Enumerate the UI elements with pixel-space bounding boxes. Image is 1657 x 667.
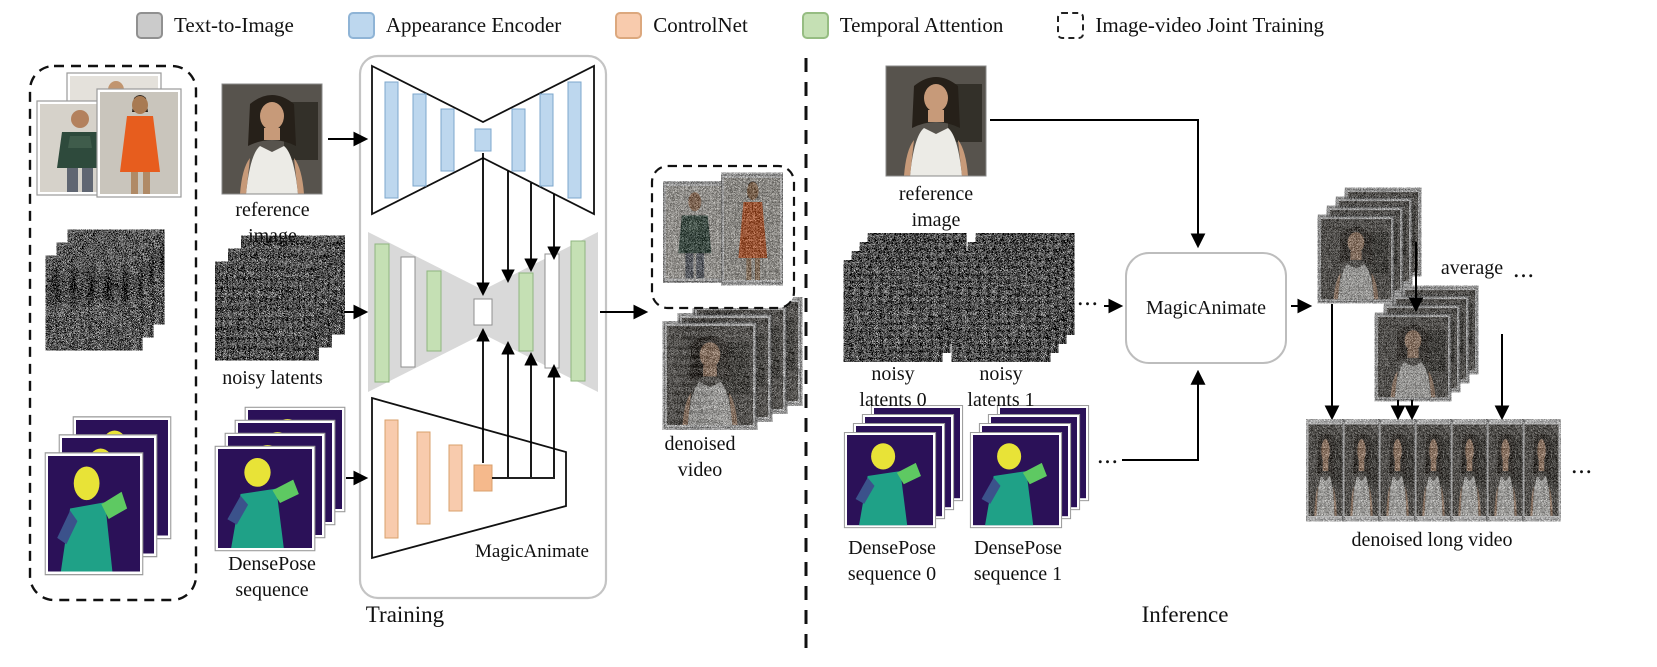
- latents-ellipsis: ...: [1077, 284, 1099, 311]
- inference-section-label: Inference: [1141, 602, 1229, 627]
- controlnet-swatch-icon: [615, 11, 643, 39]
- inference-densepose-1-label: DensePose sequence 1: [973, 537, 1063, 585]
- legend-item-controlnet: ControlNet: [615, 11, 748, 39]
- inference-reference-image-label: reference image: [898, 183, 974, 231]
- training-reference-image: [221, 83, 323, 195]
- average-label: average: [1440, 257, 1504, 279]
- denoised-image-samples: [663, 174, 783, 284]
- denoised-long-video-label: denoised long video: [1351, 529, 1513, 551]
- inference-densepose-0-label: DensePose sequence 0: [847, 537, 937, 585]
- controlnet-skip-arrows: [476, 327, 561, 479]
- appearance-encoder-skip-arrows: [476, 153, 561, 297]
- inference-noisy-latents-1: [953, 235, 1072, 360]
- training-reference-image-label: reference image: [235, 199, 310, 247]
- training-densepose-sequence: [214, 406, 346, 552]
- legend-item-temporal-attention: Temporal Attention: [801, 11, 1004, 39]
- appearance-encoder-swatch-icon: [347, 11, 375, 39]
- average-row-ellipsis: ...: [1513, 256, 1535, 283]
- appearance-encoder: [371, 64, 595, 216]
- denoised-video-output: [650, 164, 801, 428]
- inference-noisy-latents-0-label: noisy latents 0: [859, 363, 927, 411]
- text-to-image-swatch-icon: [136, 11, 163, 39]
- inference-noisy-latents-0: [845, 235, 964, 360]
- magicanimate-box-label: MagicAnimate: [1146, 296, 1266, 319]
- legend-item-joint-training: Image-video Joint Training: [1057, 11, 1325, 39]
- training-noisy-latents: [217, 237, 343, 358]
- output-average-arrows: [1324, 242, 1510, 421]
- inference-noisy-latents-1-label: noisy latents 1: [967, 363, 1035, 411]
- denoised-long-video-strip: [1307, 423, 1560, 517]
- legend-item-label: Image-video Joint Training: [1095, 12, 1325, 37]
- training-input-noisy-latents: [47, 231, 162, 348]
- legend-item-appearance-encoder: Appearance Encoder: [347, 11, 562, 39]
- legend-item-label: Text-to-Image: [174, 12, 294, 37]
- inference-output-stack-top: [1319, 190, 1420, 302]
- training-input-densepose-samples: [44, 416, 172, 576]
- training-input-image-samples: [36, 72, 182, 198]
- densepose-ellipsis: ...: [1097, 442, 1119, 469]
- inference-output-stack-mid: [1376, 288, 1477, 400]
- inference-io-arrows: [990, 119, 1313, 461]
- legend-item-label: ControlNet: [653, 12, 748, 37]
- unet-denoising-network: [368, 232, 598, 392]
- magicanimate-inference-box: MagicAnimate: [1125, 252, 1287, 364]
- legend-item-text-to-image: Text-to-Image: [136, 11, 294, 39]
- legend-item-label: Appearance Encoder: [385, 12, 562, 37]
- legend-item-label: Temporal Attention: [839, 12, 1004, 37]
- joint-training-swatch-icon: [1057, 11, 1085, 39]
- training-section-label: Training: [365, 602, 445, 627]
- training-noisy-latents-label: noisy latents: [222, 367, 323, 389]
- inference-densepose-sequence-1: [969, 405, 1090, 529]
- denoised-video-frames: [664, 299, 800, 427]
- controlnet: [371, 396, 567, 560]
- training-densepose-label: DensePose sequence: [228, 553, 316, 601]
- training-model-label: MagicAnimate: [475, 541, 589, 562]
- training-io-arrows: [328, 131, 649, 486]
- temporal-attention-swatch-icon: [801, 11, 829, 39]
- inference-densepose-sequence-0: [843, 405, 964, 529]
- inference-reference-image: [885, 65, 987, 177]
- strip-ellipsis: ...: [1571, 452, 1593, 479]
- joint-training-input-box: [28, 64, 198, 602]
- denoised-video-label: denoised video: [664, 433, 736, 481]
- legend: Text-to-Image Appearance Encoder Control…: [136, 6, 1324, 44]
